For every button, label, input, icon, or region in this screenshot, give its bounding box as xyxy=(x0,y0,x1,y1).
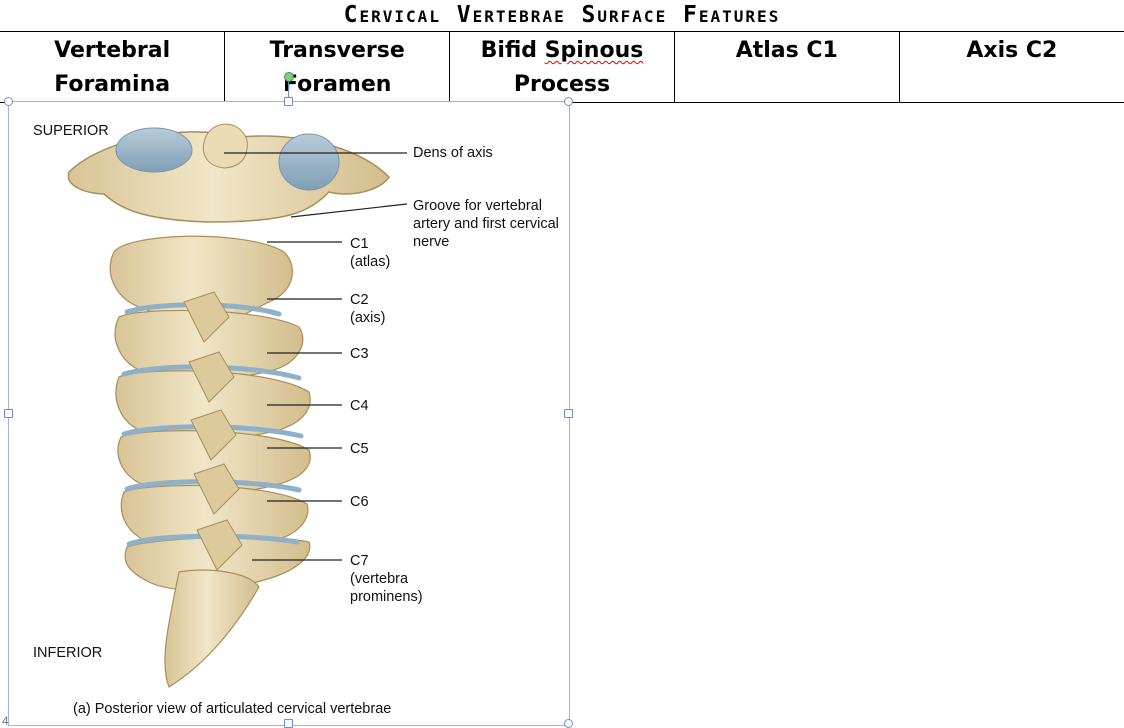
header-transverse-foramen: Transverse Foramen xyxy=(269,38,405,97)
figure-caption: (a) Posterior view of articulated cervic… xyxy=(73,701,392,717)
label-c5: C5 xyxy=(350,441,369,457)
label-groove-vertebral-artery: Groove for vertebral artery and first ce… xyxy=(413,198,559,250)
header-axis-c2: Axis C2 xyxy=(966,38,1058,63)
table-header-row: Vertebral Foramina Transverse Foramen Bi… xyxy=(0,31,1124,103)
cervical-spine-illustration xyxy=(67,123,408,688)
label-inferior: INFERIOR xyxy=(33,645,103,661)
label-c6: C6 xyxy=(350,494,369,510)
resize-handle-top-right[interactable] xyxy=(564,97,573,106)
table-cell-axis-c2[interactable]: Axis C2 xyxy=(898,31,1124,103)
rotation-handle-line xyxy=(288,79,289,97)
resize-handle-top-left[interactable] xyxy=(4,97,13,106)
header-bifid-spinous-process: Bifid Spinous Process xyxy=(480,38,644,97)
resize-handle-left[interactable] xyxy=(4,409,13,418)
table-cell-vertebral-foramina[interactable]: Vertebral Foramina xyxy=(0,31,226,103)
resize-handle-right[interactable] xyxy=(564,409,573,418)
label-c4: C4 xyxy=(350,398,369,414)
header-vertebral-foramina: Vertebral Foramina xyxy=(54,38,171,97)
label-superior: SUPERIOR xyxy=(33,123,109,139)
vertebra-prominens xyxy=(164,569,260,688)
table-cell-bifid-spinous-process[interactable]: Bifid Spinous Process xyxy=(449,31,675,103)
page-number: 4 xyxy=(2,714,9,728)
superior-articular-facet-right xyxy=(278,133,340,191)
label-c2-axis: C2 (axis) xyxy=(350,292,386,326)
superior-articular-facet-left xyxy=(115,127,193,173)
label-c7-vertebra-prominens: C7 (vertebra prominens) xyxy=(350,553,423,605)
table-cell-transverse-foramen[interactable]: Transverse Foramen xyxy=(224,31,451,103)
features-table: Vertebral Foramina Transverse Foramen Bi… xyxy=(0,31,1124,103)
dens xyxy=(202,123,248,169)
header-atlas-c1: Atlas C1 xyxy=(735,38,838,63)
resize-handle-top[interactable] xyxy=(284,97,293,106)
document-title: Cervical Vertebrae Surface Features xyxy=(343,2,781,28)
label-dens-of-axis: Dens of axis xyxy=(413,145,493,161)
vertebra-c2 xyxy=(109,235,293,321)
label-c3: C3 xyxy=(350,346,369,362)
rotation-handle[interactable] xyxy=(284,72,294,82)
table-cell-atlas-c1[interactable]: Atlas C1 xyxy=(673,31,900,103)
vertebrae-figure[interactable]: SUPERIOR INFERIOR Dens of axis Groove fo… xyxy=(8,101,570,726)
label-c1-atlas: C1 (atlas) xyxy=(350,236,391,270)
leader-lines xyxy=(224,152,408,561)
